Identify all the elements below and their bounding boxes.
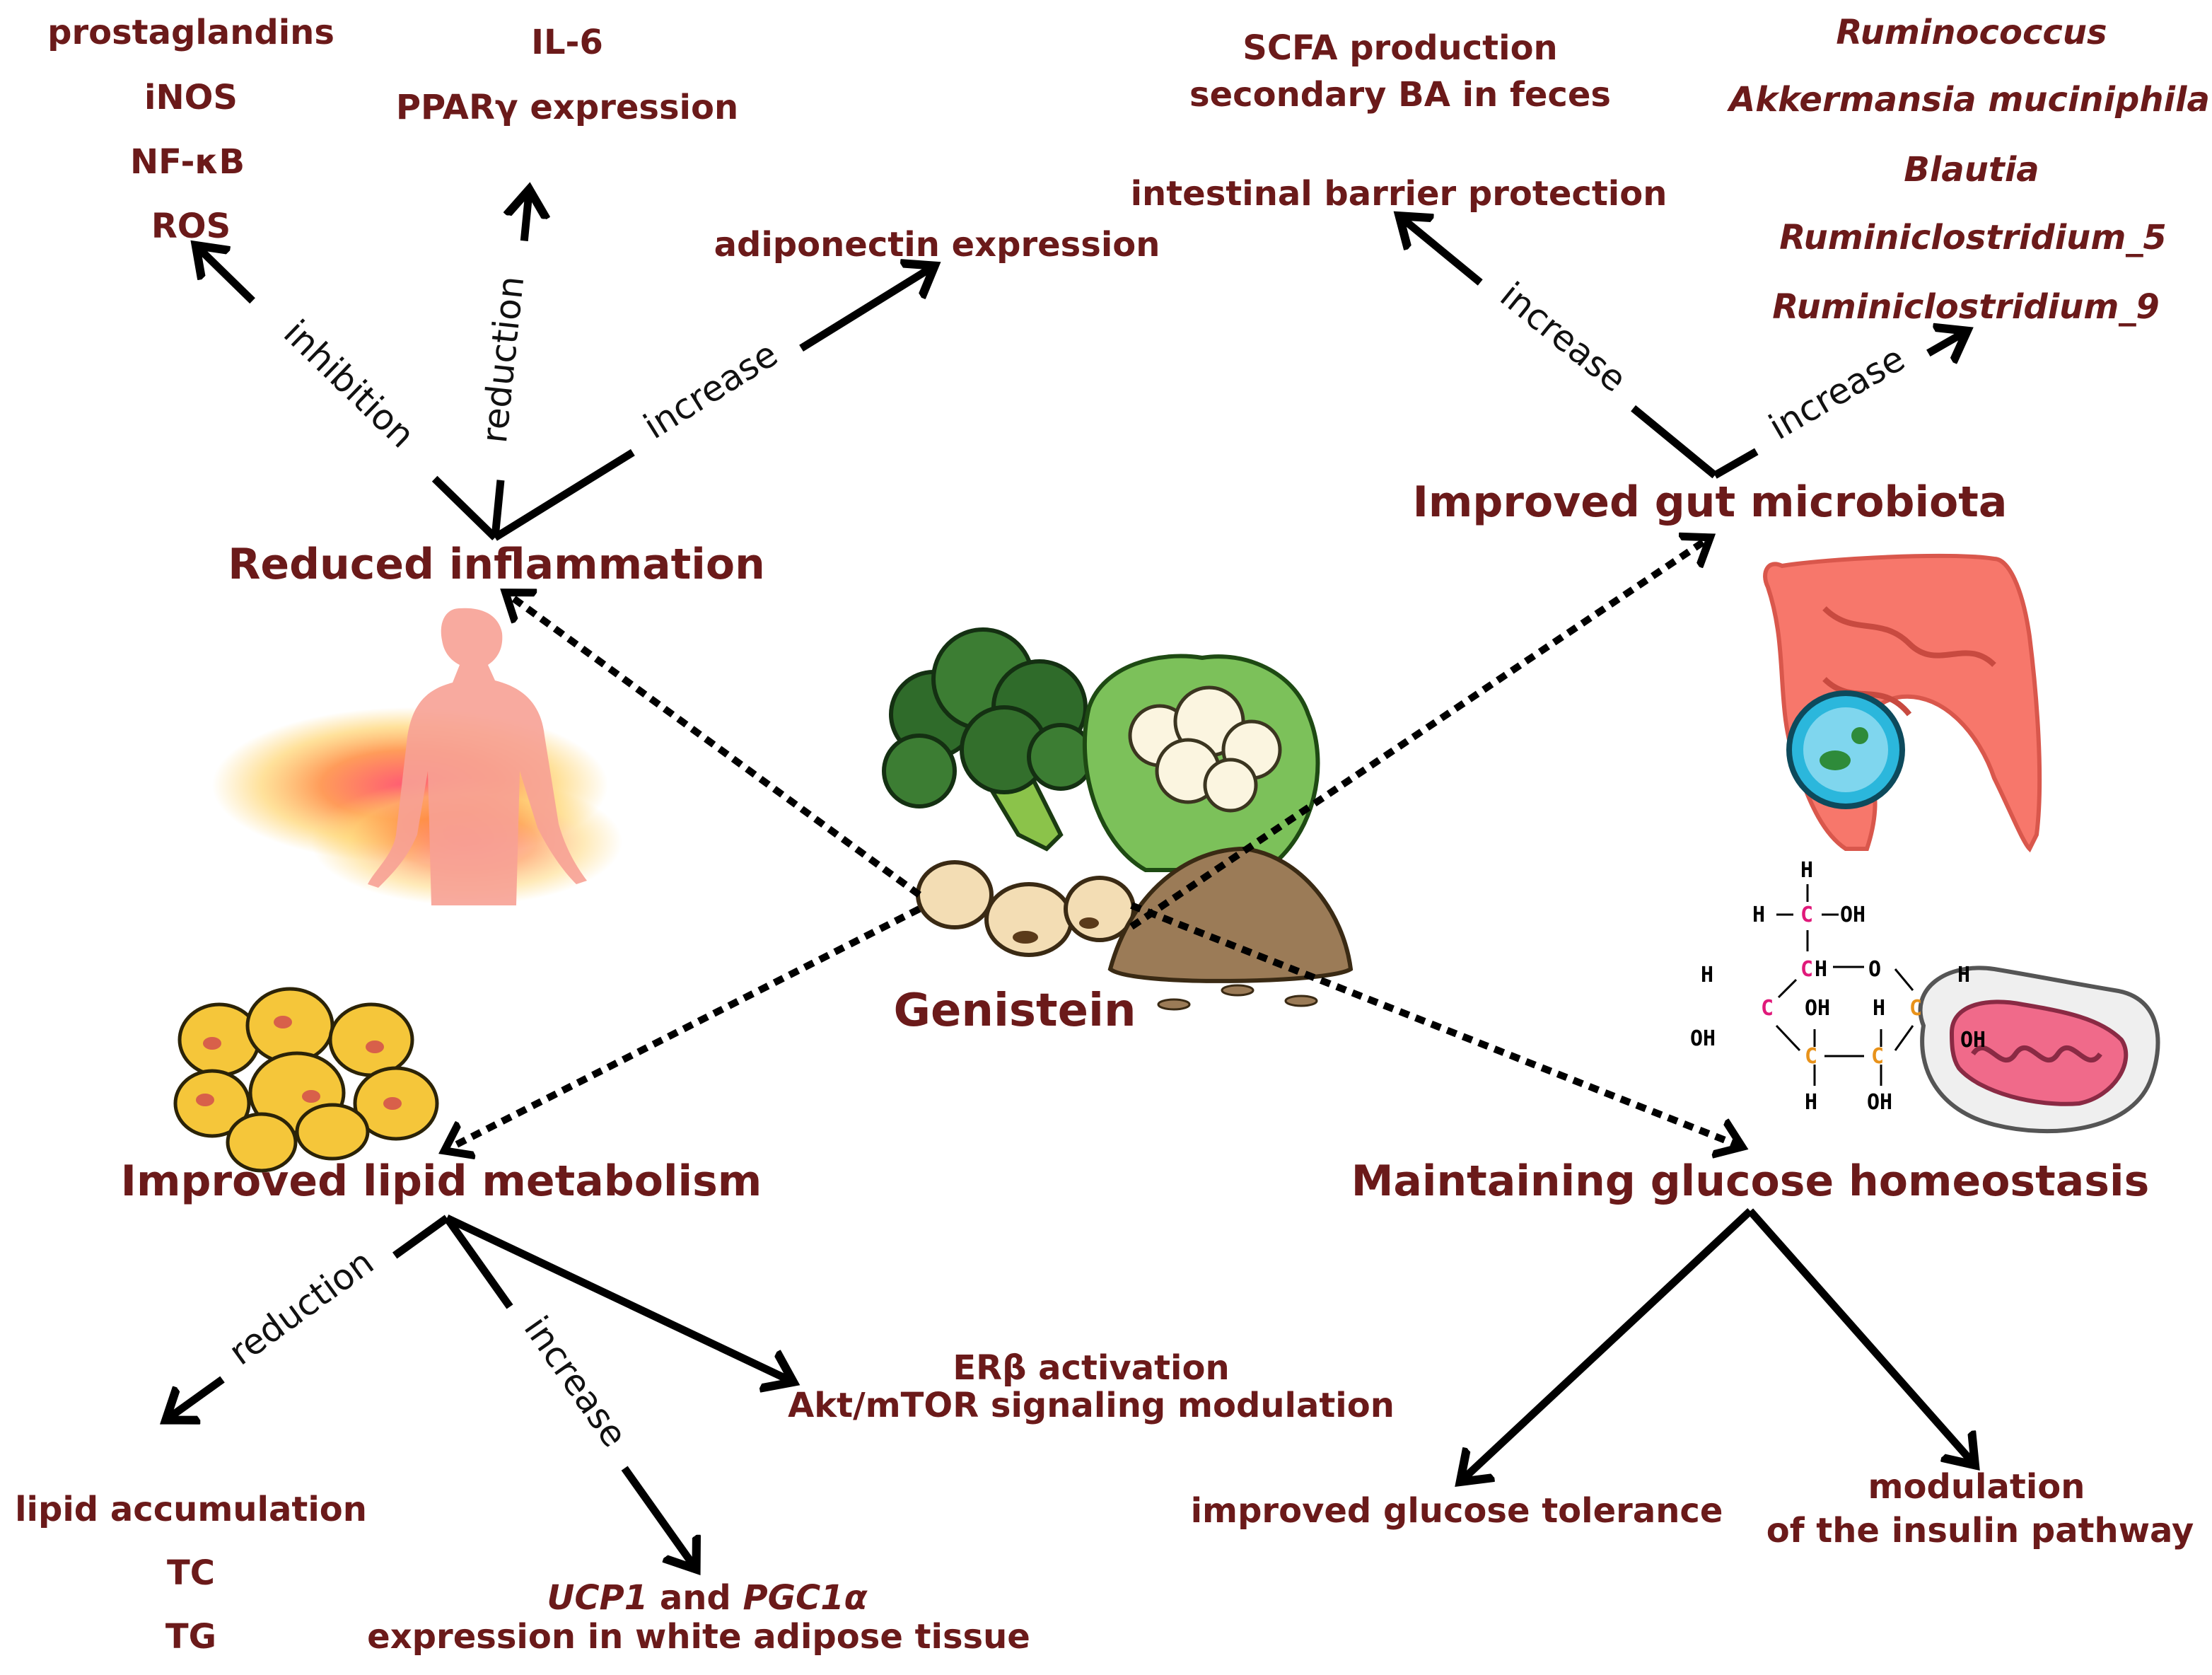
- ucp1-pgc1a-expression: UCP1 and PGC1α: [547, 1578, 868, 1618]
- inflamed-body-illustration: [212, 608, 622, 905]
- reduced-il6: IL-6: [531, 23, 603, 62]
- edge-label-lipid-increase: increase: [497, 1289, 648, 1478]
- mol-c5: C: [1871, 1044, 1884, 1069]
- inhibited-prostaglandins: prostaglandins: [47, 13, 334, 52]
- mol-h-left-top: H: [1752, 903, 1765, 927]
- fat-cells-illustration: [173, 987, 439, 1173]
- gut-title: Improved gut microbiota: [1413, 477, 2008, 527]
- dotted-arrow-to-lipid: [447, 905, 921, 1149]
- mol-oh-bottom: OH: [1867, 1090, 1892, 1115]
- mol-o-ring: O: [1868, 957, 1881, 982]
- svg-text:inhibition: inhibition: [276, 312, 423, 456]
- dotted-arrow-to-gut: [1129, 539, 1708, 930]
- inflammation-title: Reduced inflammation: [228, 540, 765, 589]
- edge-label-lipid-reduction: reduction: [204, 1229, 403, 1391]
- gut-secondary-ba: secondary BA in feces: [1189, 75, 1611, 115]
- bacteria-ruminococcus: Ruminococcus: [1836, 13, 2107, 52]
- glucose-title: Maintaining glucose homeostasis: [1351, 1157, 2150, 1206]
- mol-oh-right: OH: [1960, 1028, 1986, 1053]
- mol-oh-left: OH: [1690, 1026, 1716, 1051]
- svg-text:increase: increase: [1762, 337, 1912, 448]
- bacteria-ruminiclostridium-5: Ruminiclostridium_5: [1779, 218, 2167, 257]
- mol-c3: C: [1761, 996, 1774, 1021]
- gut-scfa-production: SCFA production: [1242, 28, 1557, 68]
- reduced-tg: TG: [165, 1617, 216, 1657]
- reduced-ppar-expression: PPARγ expression: [396, 88, 738, 127]
- inhibited-inos: iNOS: [144, 78, 238, 117]
- bacteria-blautia: Blautia: [1904, 150, 2039, 190]
- genistein-title: Genistein: [893, 985, 1136, 1037]
- arrow-insulin-pathway: [1747, 1208, 1973, 1463]
- broccoli-illustration: [882, 627, 1095, 852]
- svg-text:increase: increase: [516, 1309, 635, 1454]
- svg-text:increase: increase: [636, 333, 784, 447]
- mol-c1: C: [1800, 903, 1813, 927]
- bacteria-akkermansia: Akkermansia muciniphila: [1726, 80, 2210, 120]
- inhibited-nfkb: NF-κB: [130, 142, 245, 182]
- dotted-arrow-to-inflammation: [508, 594, 921, 898]
- mol-h-right: H: [1957, 963, 1970, 987]
- mol-oh-mid: OH: [1805, 996, 1830, 1021]
- edge-label-inhibition: inhibition: [239, 282, 455, 492]
- arrow-glucose-tolerance: [1462, 1207, 1753, 1480]
- bacteria-ruminiclostridium-9: Ruminiclostridium_9: [1772, 287, 2160, 327]
- mol-h-c2: H: [1815, 957, 1827, 982]
- svg-text:reduction: reduction: [474, 274, 532, 445]
- mitochondrion-illustration: [1918, 966, 2160, 1134]
- insulin-pathway-label: of the insulin pathway: [1766, 1511, 2194, 1551]
- lipid-title: Improved lipid metabolism: [121, 1157, 762, 1206]
- mol-oh-top: OH: [1840, 903, 1865, 927]
- edge-label-reduction: reduction: [471, 238, 542, 482]
- mol-h-mid: H: [1873, 996, 1885, 1021]
- grain-pile-illustration: [1107, 846, 1354, 1011]
- edge-label-gut-bacteria: increase: [1741, 326, 1936, 465]
- mol-c4: C: [1805, 1044, 1817, 1069]
- increased-adiponectin: adiponectin expression: [714, 225, 1160, 265]
- gut-barrier-protection: intestinal barrier protection: [1131, 174, 1667, 214]
- improved-glucose-tolerance: improved glucose tolerance: [1191, 1491, 1723, 1531]
- mol-h-top: H: [1800, 858, 1813, 883]
- reduced-lipid-accumulation: lipid accumulation: [15, 1490, 367, 1529]
- edge-label-gut-barrier: increase: [1469, 260, 1653, 420]
- mol-h-left: H: [1701, 963, 1713, 987]
- mol-h-bottom: H: [1805, 1090, 1817, 1115]
- reduced-tc: TC: [167, 1553, 215, 1593]
- akt-mtor-modulation: Akt/mTOR signaling modulation: [788, 1386, 1395, 1425]
- mol-c6: C: [1909, 996, 1922, 1021]
- erb-activation: ERβ activation: [953, 1348, 1229, 1388]
- intestine-illustration: [1763, 553, 2042, 853]
- soybeans-illustration: [916, 860, 1136, 957]
- inhibited-ros: ROS: [151, 207, 231, 246]
- white-adipose-expression: expression in white adipose tissue: [367, 1617, 1030, 1657]
- edge-label-increase: increase: [616, 321, 809, 465]
- svg-text:reduction: reduction: [221, 1241, 381, 1373]
- dotted-arrow-to-glucose: [1130, 902, 1740, 1146]
- svg-text:increase: increase: [1493, 274, 1634, 400]
- mol-c2: C: [1800, 957, 1813, 982]
- modulation-label: modulation: [1868, 1467, 2085, 1507]
- arrow-signaling: [445, 1215, 791, 1381]
- glucose-molecule: H H C OH C H O H C OH OH H C C C H OH H …: [1690, 858, 1986, 1115]
- cauliflower-illustration: [1083, 654, 1320, 872]
